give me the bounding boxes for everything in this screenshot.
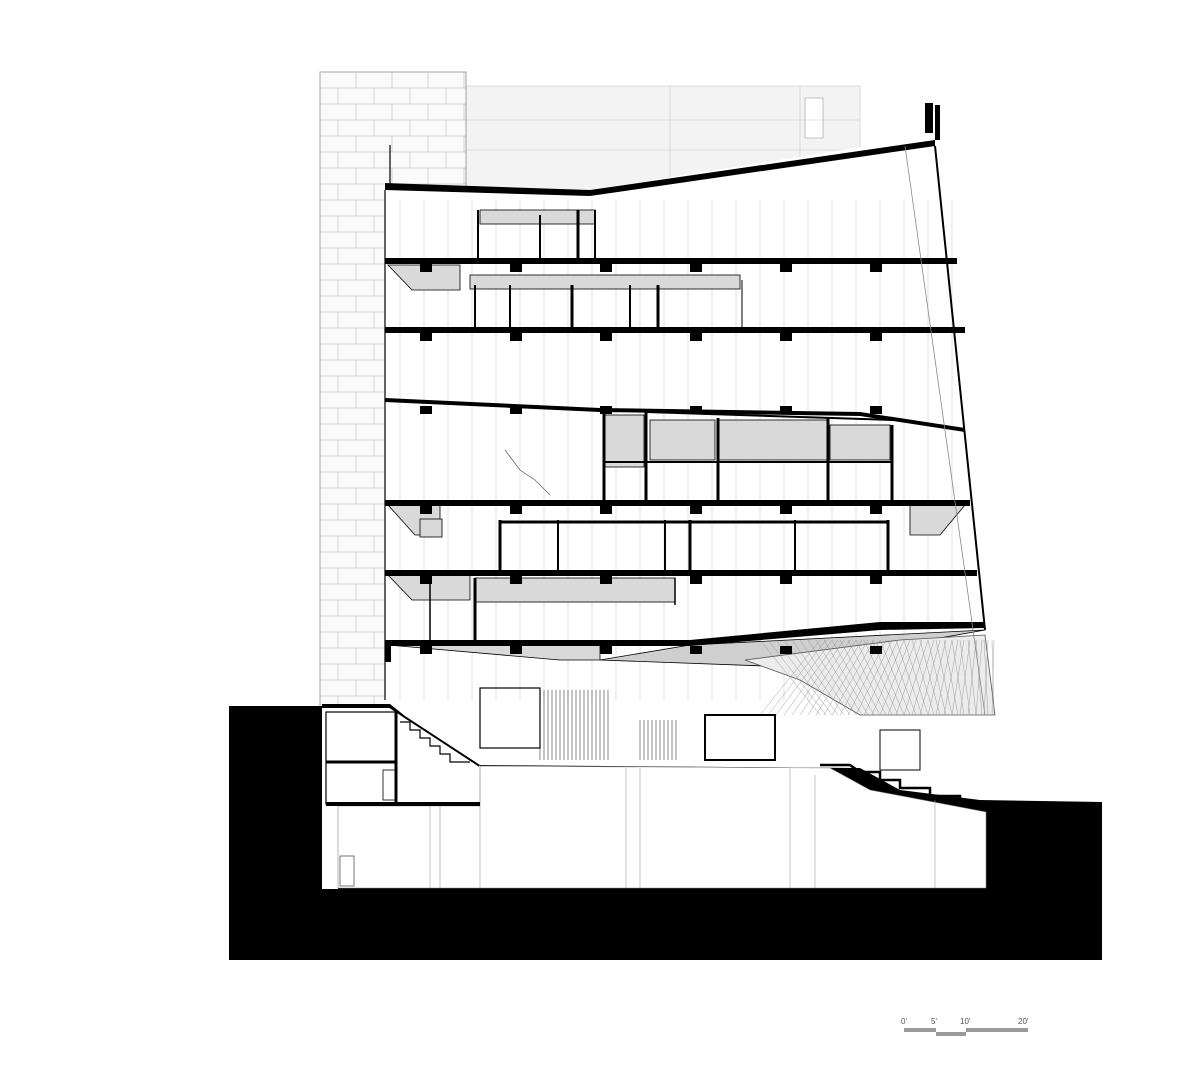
- scale-label-0: 0': [901, 1017, 907, 1026]
- interior-walls: [384, 145, 986, 716]
- perforated-screen: [744, 634, 996, 716]
- stairs: [479, 449, 921, 771]
- scale-label-10: 10': [960, 1017, 971, 1026]
- entrance-terrace: [820, 763, 995, 804]
- scale-segment-0-5: [904, 1028, 936, 1032]
- floor-slabs: [385, 103, 985, 662]
- floor-fill-bands: [387, 209, 986, 669]
- scale-label-20: 20': [1018, 1017, 1029, 1026]
- scale-label-5: 5': [931, 1017, 937, 1026]
- scale-bar: 0' 5' 10' 20': [901, 1017, 1029, 1036]
- basement-void: [337, 765, 987, 889]
- scale-segment-5-10: [936, 1032, 966, 1036]
- adjacent-building-background: [464, 85, 861, 195]
- scale-segment-10-20: [966, 1028, 1028, 1032]
